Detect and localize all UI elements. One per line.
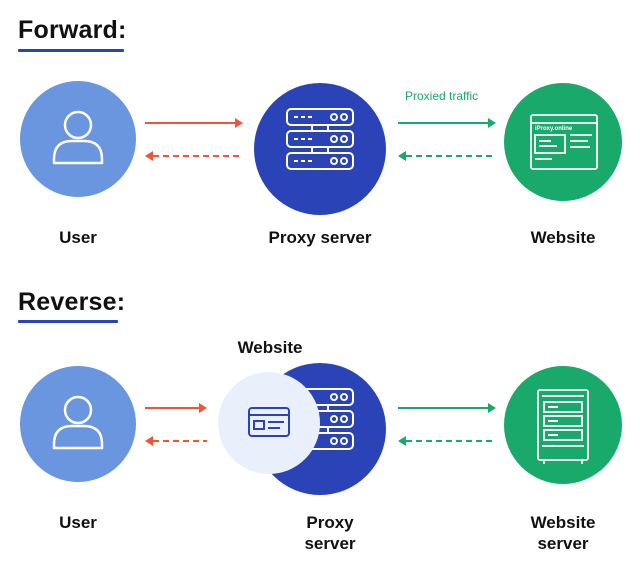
reverse-traffic-arrow bbox=[398, 403, 496, 413]
forward-user-circle bbox=[20, 81, 136, 197]
user-icon bbox=[52, 395, 104, 450]
reverse-server-label-line1: Website bbox=[530, 513, 596, 532]
server-cabinet-icon bbox=[537, 389, 589, 464]
proxied-traffic-caption: Proxied traffic bbox=[405, 89, 479, 103]
browser-window-icon bbox=[530, 114, 598, 170]
forward-traffic-arrow bbox=[398, 118, 496, 128]
reverse-traffic-return-arrow bbox=[398, 436, 496, 446]
reverse-response-arrow bbox=[145, 436, 207, 446]
server-rack-icon bbox=[286, 108, 354, 170]
forward-response-arrow bbox=[145, 151, 243, 161]
web-page-icon bbox=[248, 407, 290, 437]
reverse-heading: Reverse: bbox=[18, 288, 126, 316]
reverse-server-label-line2: server bbox=[537, 534, 589, 553]
forward-heading: Forward: bbox=[18, 16, 127, 44]
forward-website-label: Website bbox=[530, 228, 596, 247]
reverse-website-server-circle bbox=[504, 366, 622, 484]
forward-user-label: User bbox=[59, 228, 97, 247]
reverse-website-overlay-circle bbox=[218, 372, 320, 474]
reverse-proxy-label-line1: Proxy bbox=[306, 513, 354, 532]
reverse-user-label: User bbox=[59, 513, 97, 532]
website-brand-text: iProxy.online bbox=[535, 126, 573, 132]
forward-proxy-circle bbox=[254, 83, 386, 215]
reverse-website-overlay-label: Website bbox=[237, 338, 303, 357]
forward-request-arrow bbox=[145, 118, 243, 128]
forward-website-circle: iProxy.online bbox=[504, 83, 622, 201]
forward-proxy-label: Proxy server bbox=[268, 228, 372, 247]
reverse-heading-underline bbox=[18, 320, 118, 323]
forward-traffic-return-arrow bbox=[398, 151, 496, 161]
forward-heading-underline bbox=[18, 49, 124, 52]
reverse-user-circle bbox=[20, 366, 136, 482]
reverse-proxy-label-line2: server bbox=[304, 534, 356, 553]
user-icon bbox=[52, 110, 104, 165]
reverse-request-arrow bbox=[145, 403, 207, 413]
